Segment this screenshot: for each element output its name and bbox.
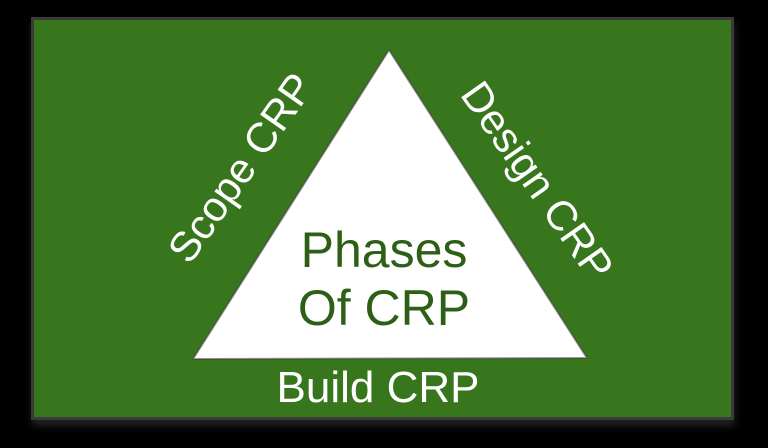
center-label-line2: Of CRP [297, 280, 471, 336]
label-build-crp: Build CRP [276, 363, 480, 412]
center-label-line1: Phases [300, 222, 468, 278]
diagram-frame [31, 17, 734, 420]
triangle-center-label: Phases Of CRP [298, 221, 470, 337]
